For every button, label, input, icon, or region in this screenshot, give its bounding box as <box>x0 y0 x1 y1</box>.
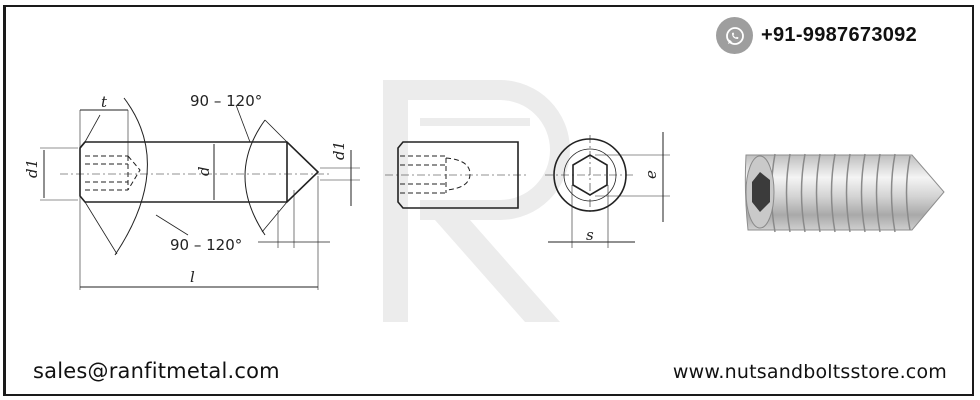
phone-number: +91-9987673092 <box>761 24 918 46</box>
dimension-label-s: s <box>586 226 594 244</box>
phone-contact[interactable]: +91-9987673092 <box>716 17 917 54</box>
short-view-drawing <box>385 141 528 209</box>
dimension-label-d: d <box>195 166 213 176</box>
whatsapp-icon <box>716 17 753 54</box>
dimension-label-l: l <box>190 268 195 286</box>
end-view-drawing <box>545 132 670 248</box>
website-link[interactable]: www.nutsandboltsstore.com <box>672 361 947 383</box>
side-view-drawing <box>40 97 360 290</box>
dimension-label-d1-right: d1 <box>330 141 348 160</box>
dimension-label-t: t <box>101 93 108 111</box>
dimension-label-e: e <box>642 170 660 179</box>
product-image <box>744 153 945 233</box>
email-link[interactable]: sales@ranfitmetal.com <box>33 359 280 383</box>
angle-label-bottom: 90 – 120° <box>170 236 242 254</box>
watermark-logo <box>383 80 570 322</box>
angle-label-top: 90 – 120° <box>190 92 262 110</box>
dimension-label-d1-left: d1 <box>23 159 41 178</box>
